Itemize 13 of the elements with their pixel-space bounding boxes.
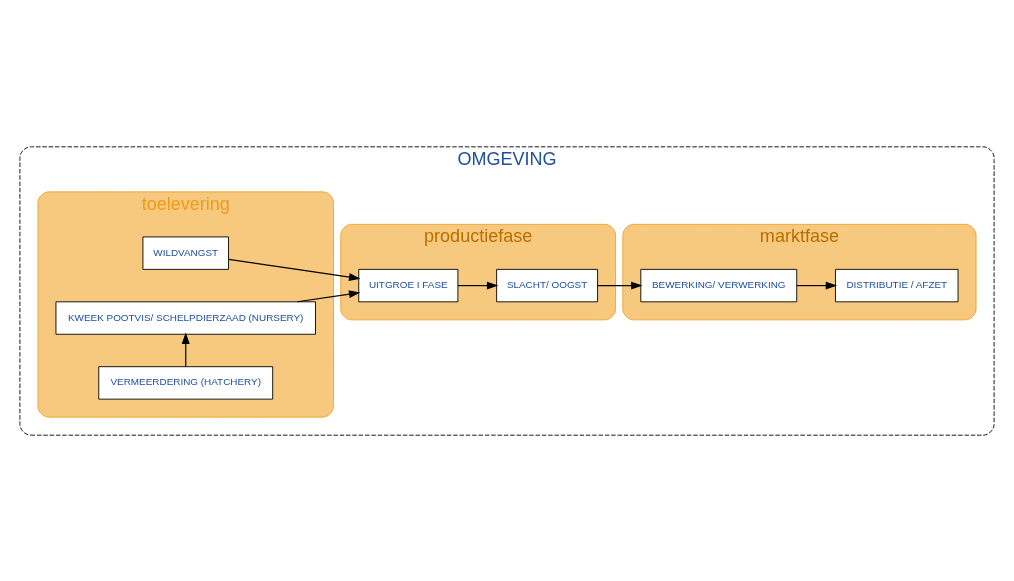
node-box: VERMEERDERING (HATCHERY) xyxy=(98,365,274,400)
node-box: KWEEK POOTVIS/ SCHELPDIERZAAD (NURSERY) xyxy=(55,300,316,335)
arrow xyxy=(597,281,643,290)
arrow xyxy=(796,281,838,290)
arrow xyxy=(457,281,499,290)
node-box: WILDVANGST xyxy=(142,236,229,270)
arrow xyxy=(181,332,190,367)
node-box: DISTRIBUTIE / AFZET xyxy=(835,268,959,302)
node-box: UITGROE I FASE xyxy=(358,268,459,302)
arrow xyxy=(228,258,361,281)
node-box: BEWERKING/ VERWERKING xyxy=(640,268,798,302)
arrow xyxy=(296,289,361,302)
node-box: SLACHT/ OOGST xyxy=(496,268,599,302)
